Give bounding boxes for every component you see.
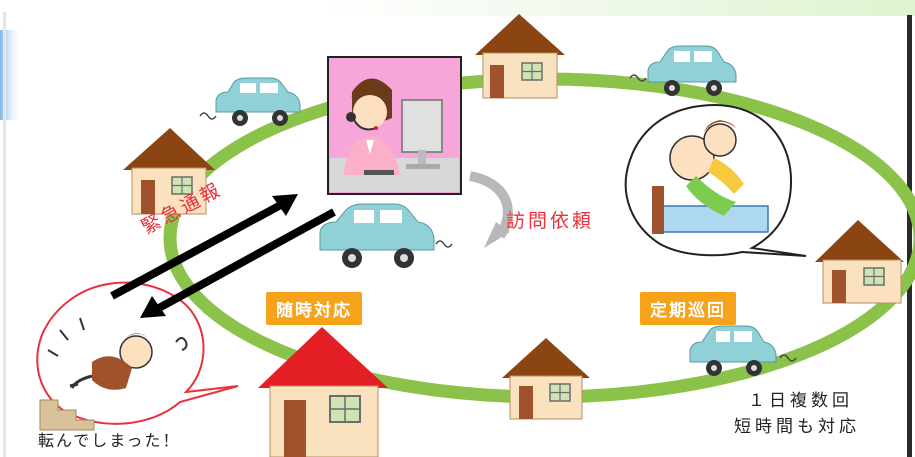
house-bottom-center — [502, 338, 590, 420]
care-bubble — [624, 104, 807, 257]
fall-bubble — [36, 281, 239, 431]
top-band — [320, 0, 915, 16]
on-demand-badge: 随時対応 — [266, 292, 362, 325]
frequency-line-2: 短時間も対応 — [734, 417, 860, 437]
car-top-left — [199, 77, 301, 126]
frame-right — [907, 15, 912, 457]
response-arrow-down — [140, 208, 336, 318]
emergency-arrow-up — [110, 194, 298, 300]
car-center — [319, 203, 453, 268]
frame-left — [3, 12, 6, 457]
frequency-line-1: １日複数回 — [748, 391, 853, 411]
house-top-left — [123, 128, 215, 215]
regular-rounds-badge: 定期巡回 — [640, 292, 736, 325]
operator-panel — [327, 56, 462, 195]
visit-request-arrow — [468, 171, 513, 248]
fall-caption: 転んでしまった！ — [38, 431, 181, 450]
car-top-right — [629, 45, 737, 96]
house-red-roof — [258, 327, 388, 457]
house-right — [815, 220, 904, 304]
visit-request-label: 訪問依頼 — [506, 210, 595, 232]
car-bottom-right — [689, 325, 797, 376]
house-top-center — [475, 14, 565, 99]
